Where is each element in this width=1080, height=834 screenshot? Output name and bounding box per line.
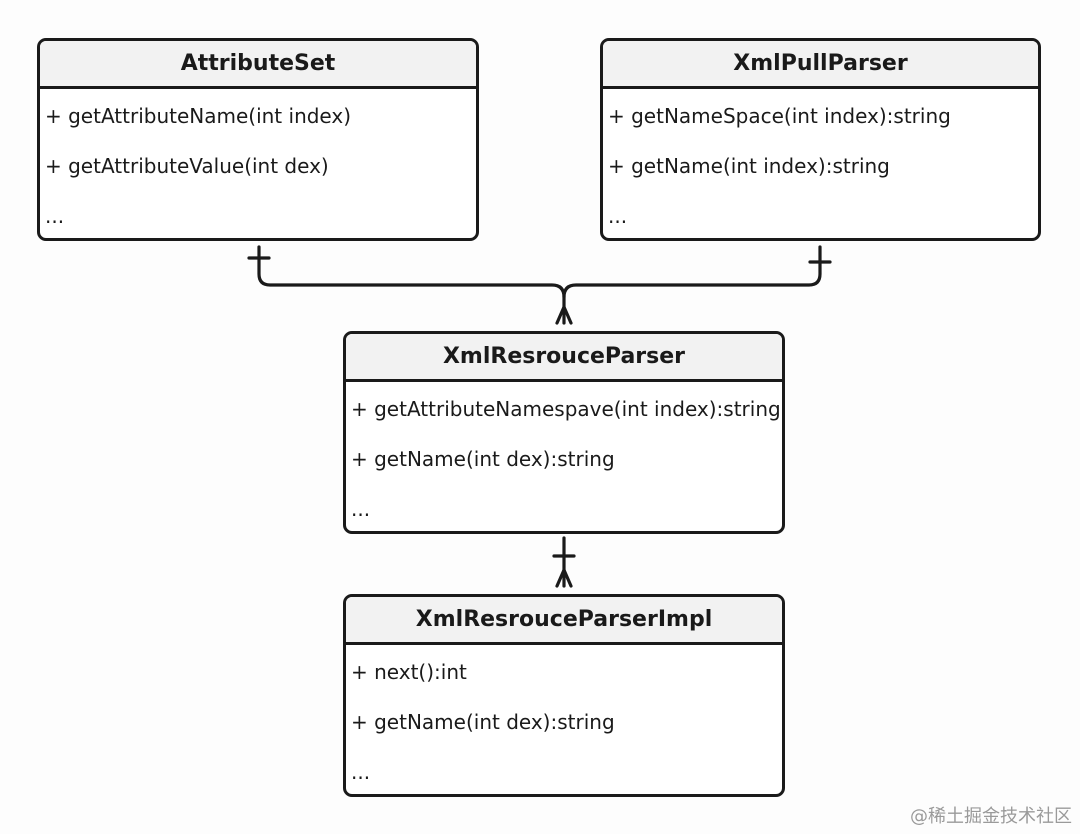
connector-line [562,245,822,299]
class-members: + next():int + getName(int dex):string .… [346,645,782,794]
connector-xmlresrouceparser-to-impl [552,536,576,588]
connector-line [257,245,566,325]
members-ellipsis: ... [608,204,628,228]
many-marker [555,568,573,588]
class-members: + getNameSpace(int index):string + getNa… [603,89,1038,238]
method-get-attribute-namespave: + getAttributeNamespave(int index):strin… [351,397,781,421]
method-get-name: + getName(int dex):string [351,447,615,471]
connector-xmlpullparser-to-xmlresrouceparser [562,245,832,299]
class-members: + getAttributeName(int index) + getAttri… [40,89,476,238]
class-box-xmlpullparser: XmlPullParser + getNameSpace(int index):… [600,38,1041,241]
method-get-name: + getName(int dex):string [351,710,615,734]
method-next: + next():int [351,660,467,684]
method-get-attribute-value: + getAttributeValue(int dex) [45,154,329,178]
class-name-xmlresrouceparserimpl: XmlResrouceParserImpl [346,597,782,645]
class-box-attributeset: AttributeSet + getAttributeName(int inde… [37,38,479,241]
class-box-xmlresrouceparserimpl: XmlResrouceParserImpl + next():int + get… [343,594,785,797]
members-ellipsis: ... [351,497,371,521]
many-marker [555,305,573,325]
method-get-attribute-name: + getAttributeName(int index) [45,104,352,128]
method-get-namespace: + getNameSpace(int index):string [608,104,951,128]
class-name-xmlresrouceparser: XmlResrouceParser [346,334,782,382]
class-name-xmlpullparser: XmlPullParser [603,41,1038,89]
members-ellipsis: ... [351,760,371,784]
members-ellipsis: ... [45,204,65,228]
class-box-xmlresrouceparser: XmlResrouceParser + getAttributeNamespav… [343,331,785,534]
class-members: + getAttributeNamespave(int index):strin… [346,382,782,531]
watermark: @稀土掘金技术社区 [910,806,1072,827]
class-name-attributeset: AttributeSet [40,41,476,89]
method-get-name: + getName(int index):string [608,154,890,178]
connector-attributeset-to-xmlresrouceparser [247,245,573,325]
